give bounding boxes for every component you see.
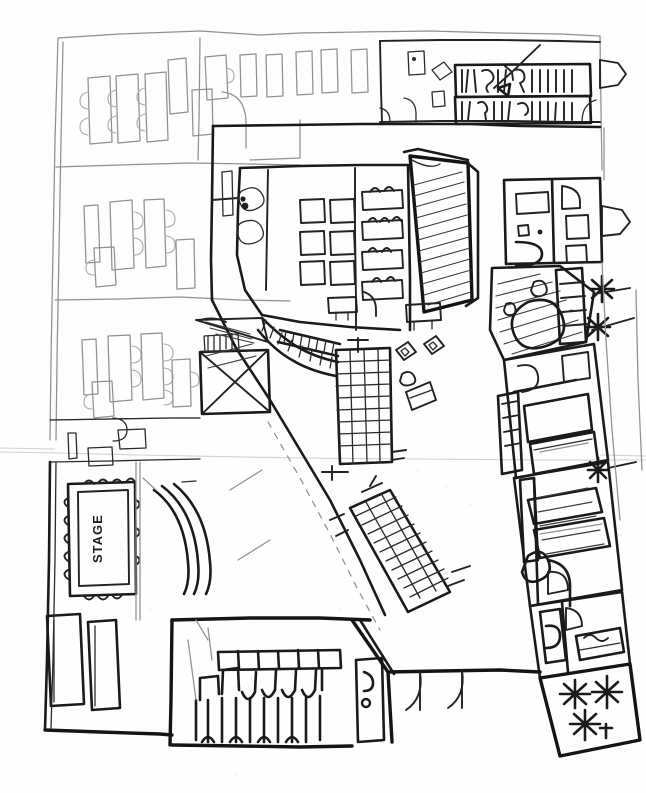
storage-block xyxy=(198,317,272,416)
bottom-boundary xyxy=(386,668,542,711)
upper-left-classroom-3 xyxy=(81,332,200,419)
left-service-strip xyxy=(49,417,201,467)
right-wing-hatched xyxy=(488,264,635,362)
auditorium-block xyxy=(168,616,396,749)
upper-left-classroom-2 xyxy=(83,198,196,290)
restroom-fixtures-lower xyxy=(461,100,573,121)
central-hall-table-grid xyxy=(299,198,356,286)
central-hall-round-tables xyxy=(221,170,265,245)
grid-stair-main xyxy=(276,328,407,481)
planter-star-2 xyxy=(590,674,624,710)
restroom-fixtures-upper xyxy=(461,68,573,93)
stage-room: STAGE xyxy=(63,477,141,601)
grid-stair-lower xyxy=(329,475,471,614)
auditorium-seating xyxy=(194,666,324,744)
planter-star-3 xyxy=(568,708,614,742)
hatched-wedge xyxy=(402,147,480,314)
right-outer-envelope xyxy=(601,127,643,521)
left-hatched-triangle xyxy=(195,317,269,344)
hall-lower-furnishings xyxy=(395,302,445,411)
restroom-block xyxy=(453,44,627,126)
left-bottom-envelope xyxy=(43,460,174,737)
right-wing-upper xyxy=(502,176,631,268)
central-hall-bench-seating xyxy=(327,186,404,321)
planter-terrace xyxy=(538,662,642,758)
upper-left-classroom-1 xyxy=(79,48,369,161)
right-wing-star-marks xyxy=(584,274,616,342)
curved-benches xyxy=(142,477,212,596)
building-envelope xyxy=(49,30,603,441)
stage-label: STAGE xyxy=(90,514,105,563)
right-wing-lower xyxy=(512,456,637,608)
diagonal-guide-line xyxy=(267,421,381,631)
right-wing-lower-stars xyxy=(586,456,610,484)
planter-star-1 xyxy=(558,678,592,710)
lower-guide-lines xyxy=(195,469,271,641)
mid-left-connector xyxy=(135,461,141,621)
